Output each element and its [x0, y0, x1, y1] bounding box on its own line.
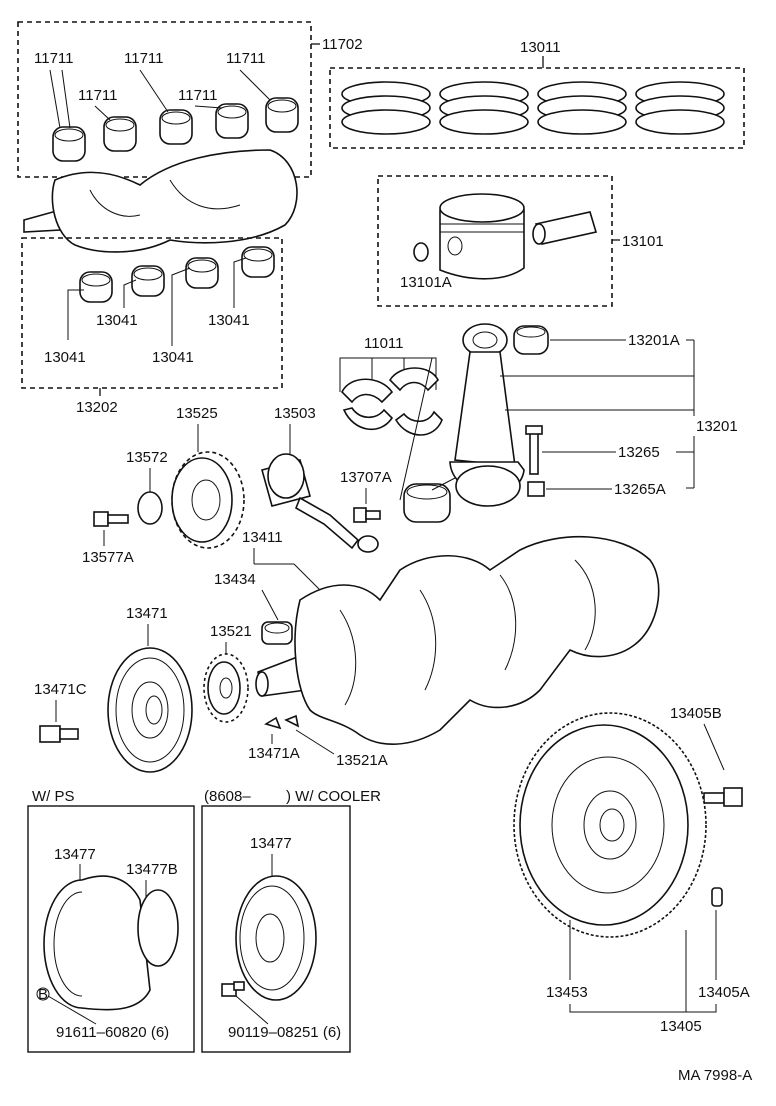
- label-90119-08251: 90119–08251 (6): [228, 1024, 341, 1041]
- label-13434: 13434: [214, 571, 256, 588]
- key-13471A: [264, 716, 282, 730]
- label-w-cooler: ) W/ COOLER: [286, 788, 381, 805]
- piston-rings: [341, 81, 725, 135]
- rod-bearing-group: 11011: [339, 335, 443, 501]
- label-11711-2: 11711: [124, 50, 164, 67]
- label-13041-4: 13041: [208, 312, 250, 329]
- label-13707A: 13707A: [340, 469, 392, 486]
- piston: [439, 193, 525, 280]
- label-13453: 13453: [546, 984, 588, 1001]
- label-13101: 13101: [622, 233, 664, 250]
- main-bearing-shells-lower: [79, 246, 275, 303]
- crank-timing-key: [261, 621, 293, 645]
- label-13521: 13521: [210, 623, 252, 640]
- cooler-pulley-box: (8608– ) W/ COOLER 13477 90119–08251 (6): [201, 788, 381, 1053]
- rod-bearing-shell: [403, 483, 451, 523]
- flywheel-group: 13405B 13453 13405A 13405: [513, 705, 750, 1035]
- crank-pulley-group: 13471 13471C 13521 13471A 13521A: [34, 605, 388, 773]
- gear-13525: [171, 451, 245, 549]
- dowel-pin: [711, 887, 723, 907]
- piston-pin: [532, 211, 598, 245]
- rod-bolt: [525, 425, 543, 475]
- label-13471: 13471: [126, 605, 168, 622]
- label-11702: 11702: [322, 36, 363, 53]
- crankshaft-group: 13411 13434: [214, 529, 660, 745]
- flywheel-bolt: [703, 787, 743, 807]
- label-13477-ps: 13477: [54, 846, 96, 863]
- flywheel: [513, 712, 707, 938]
- rod-nut: [527, 481, 545, 497]
- circle-b-marker: B: [38, 986, 48, 1003]
- oil-nozzle-group: 13503 13707A: [261, 405, 392, 553]
- label-13201A: 13201A: [628, 332, 680, 349]
- label-13405B: 13405B: [670, 705, 722, 722]
- label-13525: 13525: [176, 405, 218, 422]
- oil-nozzle: [261, 453, 379, 553]
- bolt-13577A: [93, 511, 129, 527]
- label-13411: 13411: [242, 529, 283, 546]
- crank-pulley: [107, 647, 193, 773]
- label-13041-2: 13041: [96, 312, 138, 329]
- key-13521A: [284, 714, 300, 728]
- diagram-code: MA 7998-A: [678, 1067, 752, 1084]
- crank-gear-group: 13525 13572 13577A: [82, 405, 245, 566]
- label-11011: 11011: [364, 335, 404, 352]
- gear-spacer: [137, 491, 163, 525]
- label-13405A: 13405A: [698, 984, 750, 1001]
- label-11711-4: 11711: [78, 87, 118, 104]
- label-13521A: 13521A: [336, 752, 388, 769]
- label-91611-60820: 91611–60820 (6): [56, 1024, 169, 1041]
- label-13477-cooler: 13477: [250, 835, 292, 852]
- label-13265A: 13265A: [614, 481, 666, 498]
- label-w-ps: W/ PS: [32, 788, 75, 805]
- label-11711-5: 11711: [178, 87, 218, 104]
- label-13201: 13201: [696, 418, 738, 435]
- label-13041-1: 13041: [44, 349, 86, 366]
- label-13405: 13405: [660, 1018, 702, 1035]
- label-13471A: 13471A: [248, 745, 300, 762]
- label-11711-1: 11711: [34, 50, 74, 67]
- connecting-rod: [449, 323, 525, 507]
- cooler-pulley: [235, 875, 317, 1001]
- label-13041-3: 13041: [152, 349, 194, 366]
- snap-ring: [413, 242, 429, 262]
- label-13572: 13572: [126, 449, 168, 466]
- label-11711-3: 11711: [226, 50, 266, 67]
- ps-pulley: [43, 875, 179, 1011]
- bolt-13707A: [353, 507, 381, 523]
- label-13265: 13265: [618, 444, 660, 461]
- piston-ring-group: 13011: [329, 39, 745, 149]
- piston-group: 13101 13101A: [377, 175, 664, 307]
- connecting-rod-group: 13201A 13201 13265 13265A: [403, 323, 738, 523]
- lower-main-bearing-group: 13202 13041 13041 13041 13041: [21, 237, 283, 416]
- bolt-90119: [221, 981, 245, 997]
- label-13577A: 13577A: [82, 549, 134, 566]
- rod-bushing: [513, 325, 549, 355]
- bolt-13471C: [39, 725, 79, 743]
- ps-pulley-box: W/ PS 13477 13477B B 91611–60820 (6): [27, 788, 195, 1053]
- label-13477B: 13477B: [126, 861, 178, 878]
- label-13011: 13011: [520, 39, 561, 56]
- upper-main-bearing-group: 11702 11711 11711 11711 11711 11711: [17, 21, 363, 178]
- crankshaft: [255, 535, 660, 745]
- label-13503: 13503: [274, 405, 316, 422]
- main-bearing-shells-upper: [52, 97, 299, 162]
- gear-13521: [203, 653, 249, 723]
- crankshaft-upper-view: [23, 149, 298, 253]
- label-w-cooler-date: (8608–: [204, 788, 251, 805]
- label-13101A: 13101A: [400, 274, 452, 291]
- label-13202: 13202: [76, 399, 118, 416]
- label-13471C: 13471C: [34, 681, 87, 698]
